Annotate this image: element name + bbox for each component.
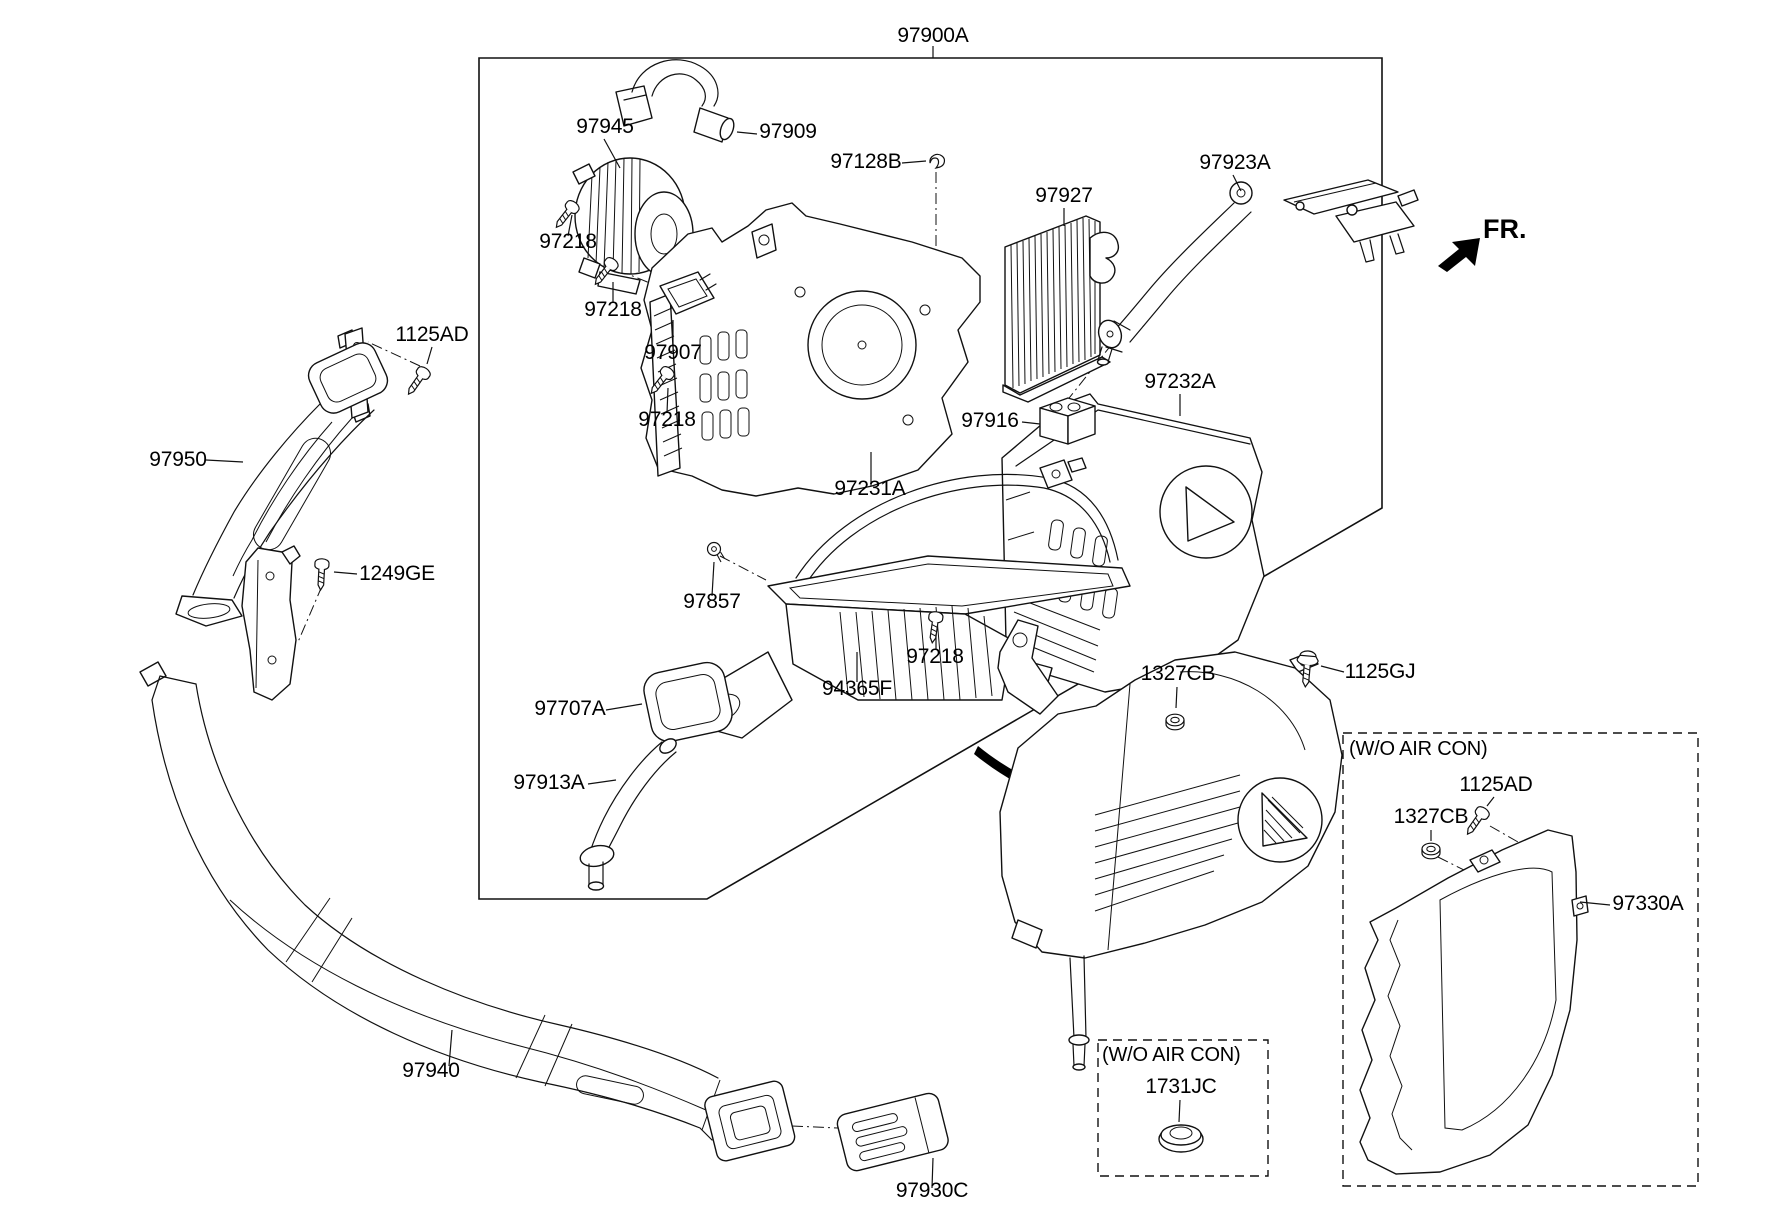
duct-joint-collar <box>704 1080 796 1162</box>
label-97857: 97857 <box>683 590 740 613</box>
leader-lines <box>205 46 1611 1189</box>
heater-unit-97232a <box>1001 393 1265 697</box>
wo-air-con-box-bottom <box>1097 1039 1269 1177</box>
cover-97330a <box>1359 829 1589 1175</box>
blower-unit-lower <box>997 619 1343 1071</box>
label-97945: 97945 <box>576 115 633 138</box>
label-97927: 97927 <box>1035 184 1092 207</box>
label-fr-direction: FR. <box>1483 214 1527 244</box>
connector-97916 <box>1039 397 1096 445</box>
label-97128b: 97128B <box>830 150 901 173</box>
label-97909: 97909 <box>759 120 816 143</box>
direction-arrow-fr <box>1438 238 1480 272</box>
label-97330a: 97330A <box>1612 892 1683 915</box>
label-97218-a: 97218 <box>539 230 596 253</box>
note-wo-air-con-bottom: (W/O AIR CON) <box>1102 1044 1241 1066</box>
label-97913a: 97913A <box>513 771 584 794</box>
resistor-97907 <box>659 271 717 315</box>
note-wo-air-con-right: (W/O AIR CON) <box>1349 738 1488 760</box>
label-1125ad-wo-ac: 1125AD <box>1459 773 1532 796</box>
label-97940: 97940 <box>402 1059 459 1082</box>
gasket-97707a <box>643 661 733 743</box>
fr-arrow-icon <box>1438 238 1480 272</box>
label-97930c: 97930C <box>896 1179 968 1202</box>
clip-97128b <box>929 153 946 169</box>
floor-duct-97940 <box>139 661 721 1141</box>
blower-motor-97945 <box>572 59 735 295</box>
label-97900a: 97900A <box>897 24 968 47</box>
heater-case-97231a <box>640 202 981 497</box>
label-1327cb: 1327CB <box>1141 662 1216 685</box>
label-97950: 97950 <box>149 448 206 471</box>
label-97907: 97907 <box>644 341 701 364</box>
part-labels: 97900A 97945 97909 97128B 97927 97923A 9… <box>149 24 1684 1202</box>
label-97231a: 97231A <box>834 477 905 500</box>
label-97218-c: 97218 <box>638 408 695 431</box>
label-1327cb-wo-ac: 1327CB <box>1394 805 1469 828</box>
evaporator-core-97927 <box>1002 215 1120 403</box>
drain-hose-97913a <box>579 738 677 891</box>
label-97218-b: 97218 <box>584 298 641 321</box>
label-1249ge: 1249GE <box>359 562 435 585</box>
label-1731jc: 1731JC <box>1145 1075 1216 1098</box>
nut-1327cb-wo-ac-icon <box>1421 842 1441 860</box>
mounting-bracket-left <box>241 545 301 701</box>
screw-1125ad-icon <box>402 363 433 399</box>
label-97916: 97916 <box>961 409 1018 432</box>
label-94365f: 94365F <box>822 677 892 700</box>
label-1125gj: 1125GJ <box>1345 660 1416 683</box>
label-97923a: 97923A <box>1199 151 1270 174</box>
label-97232a: 97232A <box>1144 370 1215 393</box>
label-1125ad: 1125AD <box>395 323 468 346</box>
clip-97857-icon <box>706 541 726 563</box>
duct-97930c <box>836 1092 949 1172</box>
grommet-1731jc <box>1158 1124 1204 1153</box>
lower-case-94365f <box>699 457 1131 739</box>
duct-97950 <box>175 327 389 627</box>
screw-1249ge-icon <box>312 557 330 591</box>
suction-pipe-97923a <box>1096 179 1419 366</box>
label-97707a: 97707A <box>534 697 605 720</box>
label-97218-d: 97218 <box>906 645 963 668</box>
